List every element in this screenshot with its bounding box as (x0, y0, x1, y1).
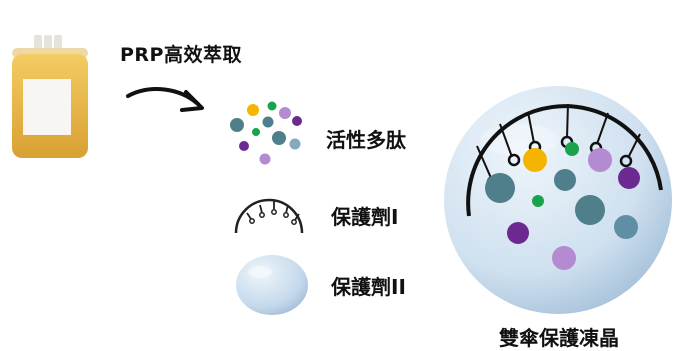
legend-protectant-i-label: 保護劑I (331, 205, 399, 229)
process-title: PRP高效萃取 (120, 44, 242, 66)
protectant-ii-icon (236, 255, 308, 315)
peptide-dots-icon (230, 101, 302, 165)
legend-peptides-label: 活性多肽 (326, 128, 406, 152)
legend-protectant-ii-label: 保護劑II (331, 275, 406, 299)
freeze-dried-sphere-icon (444, 86, 672, 314)
product-label: 雙傘保護凍晶 (499, 326, 619, 350)
process-arrow-icon (126, 87, 204, 112)
protectant-i-icon (234, 198, 304, 234)
prp-blood-bag-icon (12, 35, 88, 158)
